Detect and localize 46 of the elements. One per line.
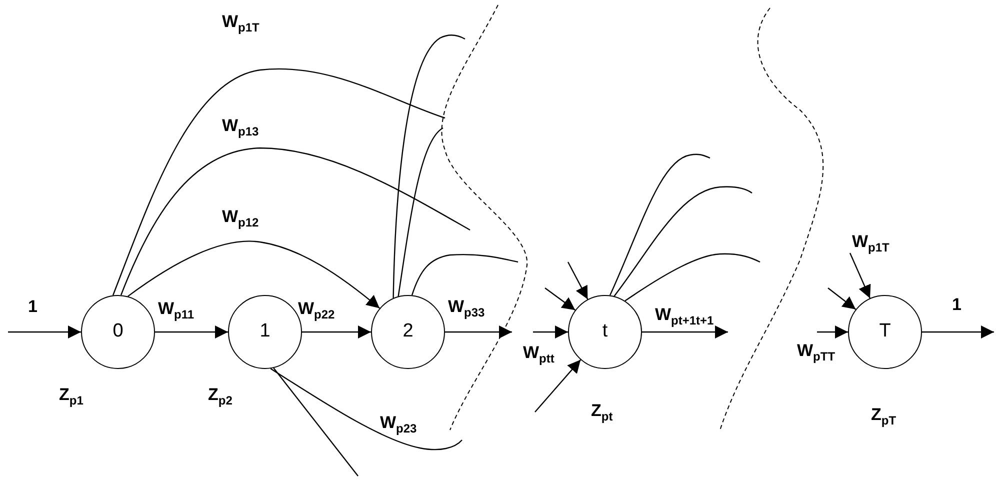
arrow [155,326,228,338]
connector-line [614,186,752,297]
node-caption: Z$_{p1}$ [59,385,84,408]
node-label: 0 [112,320,124,343]
edge-label: W$_{p1T}$ [852,233,890,254]
node-caption: Z$_{pt}$ [591,401,613,424]
connector-line [273,368,358,476]
arrow [8,326,81,338]
node-caption: Z$_{pT}$ [871,405,896,428]
node-label: T [879,320,891,343]
node-label: 2 [402,320,414,343]
edge-label: W$_{ptt}$ [523,344,554,364]
arrow [544,288,576,311]
arrow [922,326,994,338]
connector-line [112,68,446,296]
connector-line [624,253,760,302]
arrow [534,359,582,412]
edge-label: W$_{p22}$ [298,300,335,320]
edge-label: W$_{p23}$ [380,414,417,434]
edge-label: W$_{p11}$ [158,300,194,320]
connector-line [398,128,444,296]
edge-label: W$_{pTT}$ [797,342,836,362]
edge-label: W$_{pt+1t+1}$ [655,306,714,326]
node-label: t [602,320,608,343]
arrow [849,252,871,298]
edge-label: 1 [28,298,38,315]
arrow [567,262,588,300]
arrow [817,326,848,338]
edge-label: W$_{p12}$ [222,208,259,228]
edge-label: 1 [952,296,962,313]
arrow [128,240,380,309]
connector-line [120,147,470,296]
connector-line [411,254,518,296]
edge-label: W$_{p13}$ [222,117,259,138]
arrow [642,326,728,338]
arrow [445,326,512,338]
edge-label: W$_{p1T}$ [222,13,260,34]
connector-line [270,368,462,450]
node-caption: Z$_{p2}$ [208,385,232,408]
arrow [533,326,568,338]
edge-label: W$_{p33}$ [448,298,485,318]
connector-line [609,154,710,296]
arrow [828,288,856,310]
connector-line [392,34,466,298]
node-label: 1 [260,320,270,343]
arrow [302,326,371,338]
